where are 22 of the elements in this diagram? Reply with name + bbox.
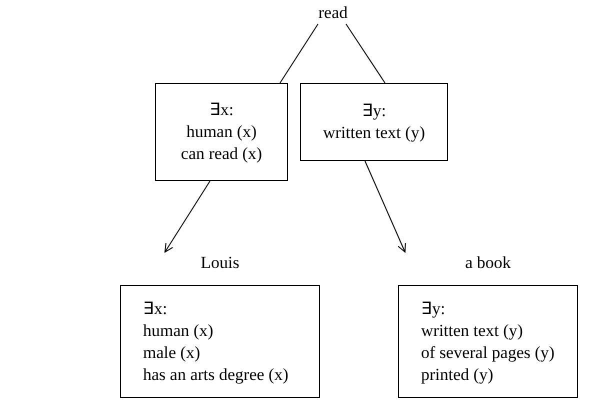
definition-line: written text (y) (323, 122, 425, 144)
definition-line: human (x) (186, 121, 257, 143)
definition-line: male (x) (143, 342, 202, 364)
definition-line: of several pages (y) (421, 342, 555, 364)
node-heading: a book (465, 252, 511, 274)
definition-line: ∃y: (421, 298, 446, 320)
definition-line: has an arts degree (x) (143, 364, 290, 386)
definition-line: written text (y) (421, 320, 524, 342)
definition-line: can read (x) (180, 143, 262, 165)
definition-line: printed (y) (421, 364, 494, 386)
connector-line (280, 24, 318, 84)
arrow (364, 160, 406, 252)
definition-box (300, 83, 448, 161)
definition-line: human (x) (143, 320, 214, 342)
definition-box (155, 83, 288, 181)
node-heading: Louis (200, 252, 240, 274)
definition-line: ∃x: (143, 298, 168, 320)
arrow (164, 180, 210, 252)
node-label: read (305, 2, 361, 24)
connector-line (346, 24, 386, 84)
definition-line: ∃y: (362, 100, 386, 122)
definition-line: ∃x: (209, 99, 234, 121)
